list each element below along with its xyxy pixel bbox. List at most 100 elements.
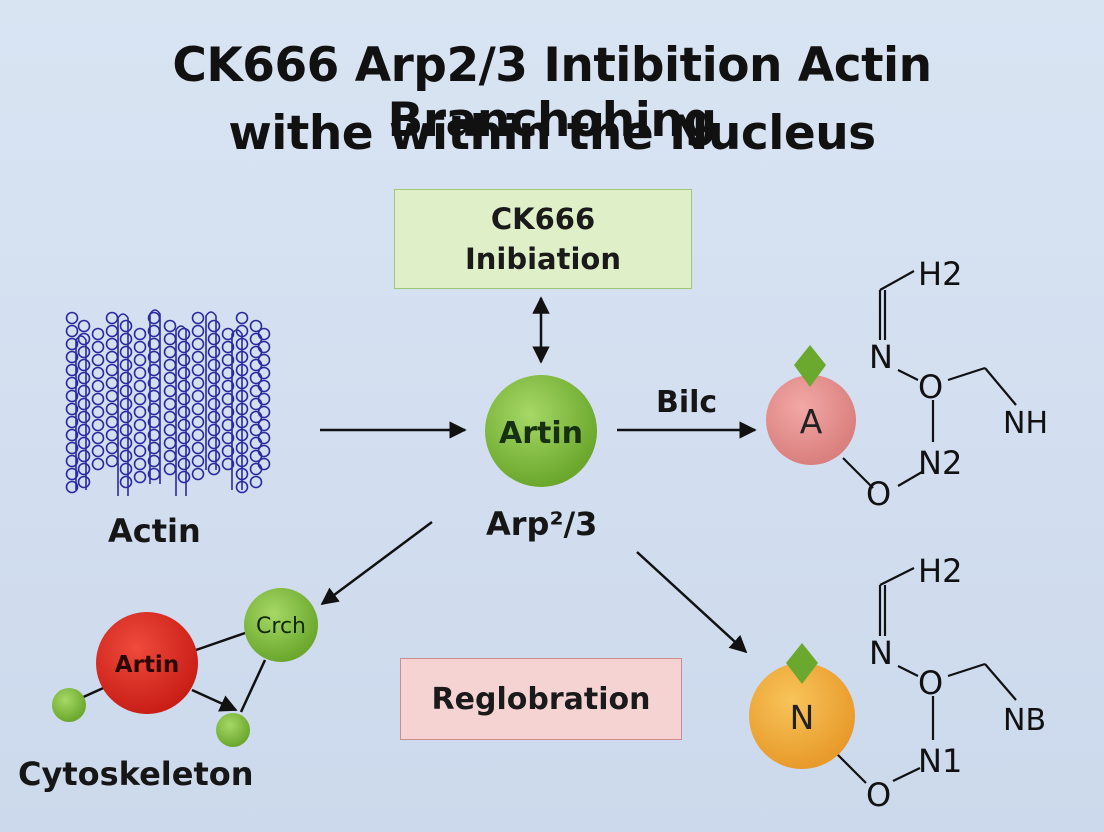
artin-red-label: Artin	[115, 652, 179, 678]
filament-ring	[177, 340, 191, 354]
filament-strand	[231, 329, 243, 490]
filament-ring	[207, 423, 221, 437]
filament-ring	[249, 319, 263, 333]
filament-ring	[191, 311, 205, 325]
filament-ring	[207, 449, 221, 463]
filament-ring	[91, 418, 105, 432]
molecule-bottom	[835, 567, 1017, 784]
filament-ring	[207, 397, 221, 411]
filament-ring	[91, 366, 105, 380]
filament-ring	[133, 431, 147, 445]
filament-ring	[221, 353, 235, 367]
reglobration-box: Reglobration	[400, 658, 682, 740]
n-atom-bottom: N	[869, 634, 893, 672]
filament-ring	[163, 345, 177, 359]
filament-ring	[133, 405, 147, 419]
filament-ring	[235, 311, 249, 325]
filament-strand	[205, 311, 217, 470]
filament-ring	[163, 462, 177, 476]
filament-ring	[257, 392, 271, 406]
filament-ring	[91, 327, 105, 341]
filament-ring	[65, 389, 79, 403]
filament-ring	[133, 444, 147, 458]
crch-node	[244, 588, 318, 662]
filament-ring	[163, 319, 177, 333]
filament-ring	[191, 389, 205, 403]
filament-ring	[133, 392, 147, 406]
filament-ring	[77, 384, 91, 398]
filament-ring	[119, 332, 133, 346]
filament-ring	[77, 436, 91, 450]
arrow-to-n	[636, 551, 748, 654]
filament-ring	[177, 327, 191, 341]
filament-ring	[191, 428, 205, 442]
filament-ring	[65, 441, 79, 455]
filament-ring	[221, 379, 235, 393]
filament-ring	[119, 358, 133, 372]
link-crch-small	[239, 659, 267, 713]
filament-ring	[177, 444, 191, 458]
green-diamond-icon	[794, 345, 826, 387]
filament-ring	[207, 319, 221, 333]
filament-ring	[257, 366, 271, 380]
filament-ring	[177, 418, 191, 432]
filament-ring	[163, 436, 177, 450]
filament-ring	[221, 418, 235, 432]
artin-center-label: Artin	[499, 416, 583, 451]
filament-ring	[77, 397, 91, 411]
filament-ring	[207, 345, 221, 359]
o-atom-top: O	[918, 368, 943, 406]
ck666-box-line1: CK666	[490, 202, 596, 236]
filament-ring	[65, 415, 79, 429]
filament-ring	[207, 358, 221, 372]
h2-top-label: H2	[918, 255, 962, 293]
filament-ring	[257, 418, 271, 432]
filament-ring	[177, 470, 191, 484]
filament-ring	[91, 379, 105, 393]
filament-ring	[119, 436, 133, 450]
filament-ring	[91, 392, 105, 406]
filament-ring	[77, 410, 91, 424]
artin-center-node	[485, 375, 597, 487]
title-line-2: withe within the Nucleus	[228, 106, 876, 161]
filament-ring	[257, 444, 271, 458]
filament-ring	[91, 353, 105, 367]
filament-ring	[65, 428, 79, 442]
filament-ring	[191, 324, 205, 338]
actin-filament-bundle	[65, 309, 271, 496]
small-green-node-bottom	[216, 713, 250, 747]
n-atom-top: N	[869, 338, 893, 376]
a-node-label: A	[800, 402, 823, 441]
filament-ring	[133, 457, 147, 471]
molecule-top	[842, 270, 1017, 489]
filament-ring	[257, 353, 271, 367]
filament-ring	[257, 431, 271, 445]
filament-ring	[207, 436, 221, 450]
filament-ring	[207, 371, 221, 385]
filament-ring	[257, 327, 271, 341]
filament-ring	[221, 405, 235, 419]
filament-ring	[77, 319, 91, 333]
link-red-crch	[195, 630, 249, 652]
filament-ring	[191, 363, 205, 377]
filament-strand	[75, 335, 87, 490]
filament-ring	[119, 384, 133, 398]
cytoskeleton-label: Cytoskeleton	[18, 755, 254, 793]
filament-ring	[77, 371, 91, 385]
filament-ring	[257, 405, 271, 419]
green-diamond-icon-lower	[786, 643, 818, 684]
filament-ring	[65, 467, 79, 481]
filament-ring	[119, 475, 133, 489]
filament-ring	[65, 324, 79, 338]
filament-ring	[257, 379, 271, 393]
filament-ring	[221, 340, 235, 354]
filament-ring	[207, 384, 221, 398]
filament-ring	[91, 405, 105, 419]
filament-ring	[119, 319, 133, 333]
filament-ring	[65, 402, 79, 416]
filament-strand	[149, 309, 161, 484]
filament-ring	[77, 332, 91, 346]
arrow-to-crch	[320, 520, 433, 606]
o-atom-bottom: O	[918, 664, 943, 702]
